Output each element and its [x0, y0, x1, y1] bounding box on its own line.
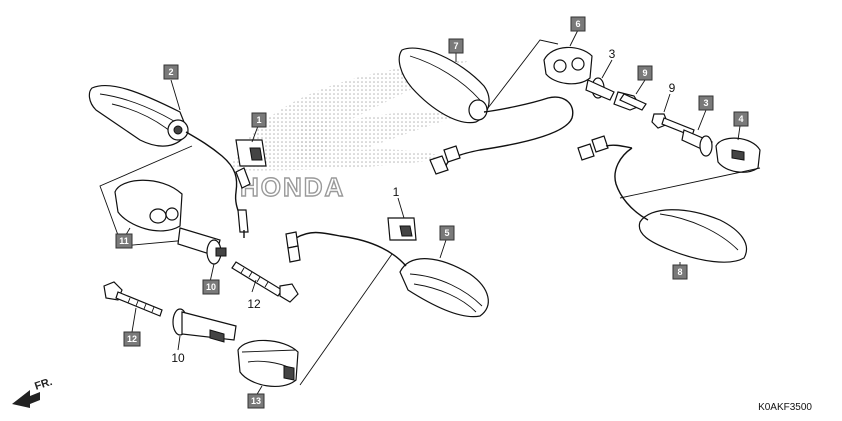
nut-right-upper: [613, 91, 647, 111]
bolt-left-lower: [103, 281, 163, 317]
callout-11: 11: [119, 236, 129, 246]
rubber-mount-left: [114, 179, 183, 232]
honda-watermark-text: HONDA: [240, 172, 345, 202]
callout-4: 4: [738, 114, 743, 124]
connector-clip-center: [387, 217, 417, 241]
collar-right-lower: [681, 129, 713, 157]
collar-right-upper: [585, 77, 615, 101]
rubber-grommet-right: [543, 46, 593, 85]
callout-10-upper: 10: [206, 282, 216, 292]
reference-code: K0AKF3500: [758, 402, 812, 413]
collar-left-upper: [177, 227, 227, 265]
bolt-left-upper: [231, 261, 299, 303]
callout-6: 6: [575, 19, 580, 29]
rubber-mount-lower: [237, 339, 299, 387]
rubber-grommet-lower-right: [715, 137, 761, 173]
turn-signal-rear-left: [285, 231, 489, 318]
callout-8: 8: [677, 267, 682, 277]
callout-12-lower: 12: [127, 334, 137, 344]
callout-9-lower: 9: [669, 81, 676, 95]
collar-left-lower: [172, 308, 237, 343]
callout-13: 13: [251, 396, 261, 406]
turn-signal-front-right: [398, 47, 574, 175]
front-arrow-icon: FR.: [12, 376, 54, 408]
connector-clip-left: [235, 139, 267, 167]
callout-3-lower: 3: [703, 98, 708, 108]
turn-signal-rear-right: [577, 135, 748, 263]
callout-3-upper: 3: [609, 47, 616, 61]
honda-wing-logo: HONDA: [230, 60, 470, 203]
callout-2: 2: [168, 67, 173, 77]
direction-label: FR.: [33, 376, 54, 393]
callout-10-lower: 10: [171, 351, 185, 365]
callout-7: 7: [453, 41, 458, 51]
callout-9-upper: 9: [642, 68, 647, 78]
callout-1-center: 1: [393, 185, 400, 199]
callout-5: 5: [444, 228, 449, 238]
turn-signal-front-left: [88, 84, 251, 238]
callout-12-upper: 12: [247, 297, 261, 311]
callout-1-left: 1: [256, 115, 261, 125]
